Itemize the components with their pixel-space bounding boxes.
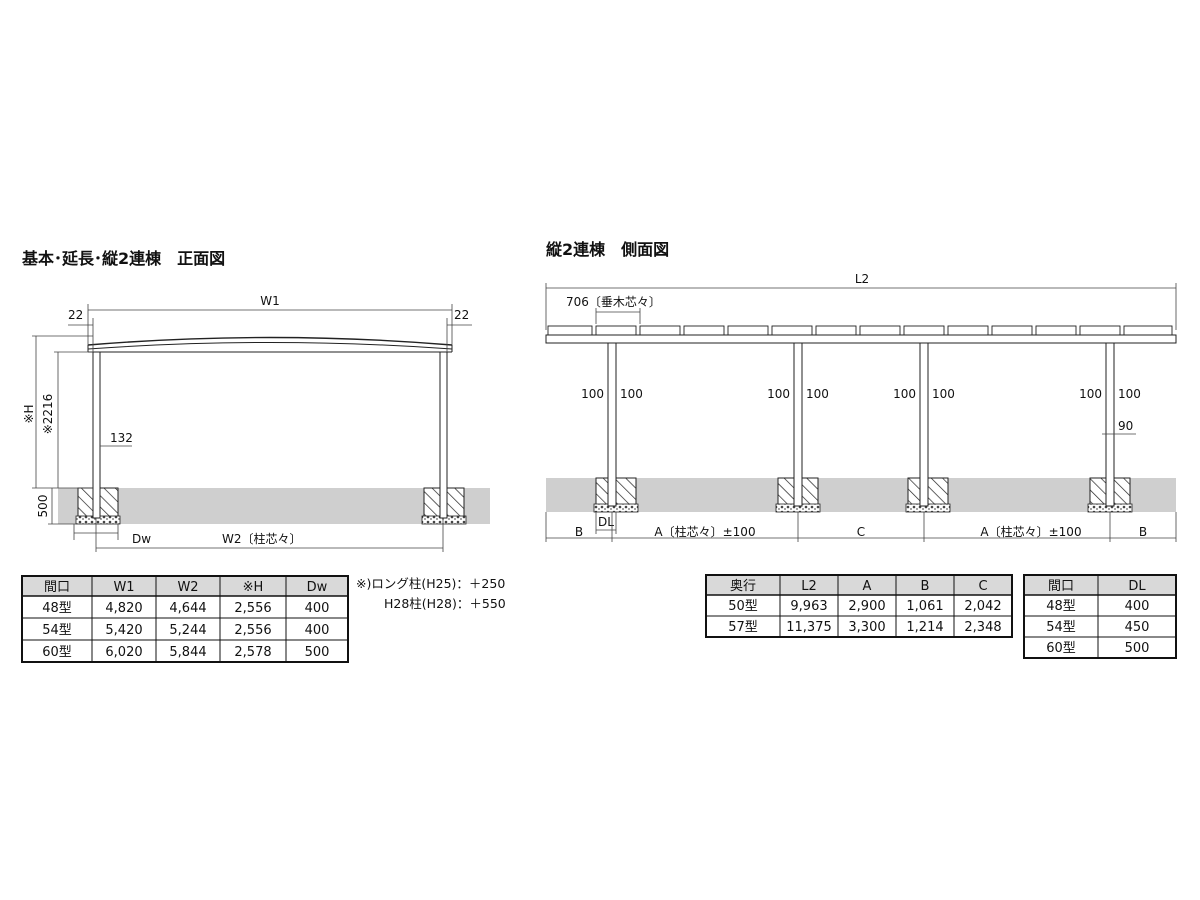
front-post-dim-label: 132 (110, 431, 133, 445)
side-view-title: 縦2連棟 側面図 (546, 240, 669, 259)
table-front-cell: 2,556 (234, 601, 271, 616)
front-right-overhang-label: 22 (454, 308, 469, 322)
side-b-right-label: B (1139, 525, 1147, 539)
table-side-header: A (863, 579, 872, 594)
table-front-header: 間口 (44, 580, 70, 595)
table-side: 奥行 L2 A B C 50型 9,963 2,900 1,061 2,042 … (705, 574, 1013, 638)
side-offset-left-3: 100 (893, 387, 916, 401)
table-side-cell: 1,214 (906, 620, 943, 635)
table-front-cell: 2,578 (234, 645, 271, 660)
side-beam (545, 334, 1177, 344)
side-post-4 (1105, 342, 1115, 507)
table-side-cell: 50型 (728, 599, 758, 614)
side-post-3 (919, 342, 929, 507)
front-roof (87, 336, 453, 353)
front-dw-label: Dw (132, 532, 151, 546)
table-side-header: L2 (801, 579, 817, 594)
side-a-left-label: A〔柱芯々〕±100 (654, 524, 755, 539)
table-dl-header: DL (1128, 579, 1146, 594)
table-dl-cell: 60型 (1046, 641, 1076, 656)
table-side-cell: 3,300 (848, 620, 885, 635)
front-view-title: 基本･延長･縦2連棟 正面図 (21, 249, 225, 268)
table-front-cell: 48型 (42, 601, 72, 616)
table-front-cell: 2,556 (234, 623, 271, 638)
front-h-label: ※H (22, 404, 36, 423)
table-front-cell: 5,420 (105, 623, 142, 638)
front-ground (58, 488, 490, 524)
table-front-cell: 4,820 (105, 601, 142, 616)
side-post-dim-label: 90 (1118, 419, 1133, 433)
table-side-header: C (978, 579, 987, 594)
table-side-cell: 11,375 (786, 620, 832, 635)
table-front-cell: 54型 (42, 623, 72, 638)
table-front-cell: 500 (305, 645, 330, 660)
side-offset-right-3: 100 (932, 387, 955, 401)
table-side-cell: 1,061 (906, 599, 943, 614)
front-left-overhang-label: 22 (68, 308, 83, 322)
side-offset-left-2: 100 (767, 387, 790, 401)
side-dl-label: DL (598, 515, 614, 529)
side-ground (546, 478, 1176, 512)
side-a-right-label: A〔柱芯々〕±100 (980, 524, 1081, 539)
side-post-1 (607, 342, 617, 507)
table-front-header: ※H (243, 580, 264, 595)
front-w2-label: W2〔柱芯々〕 (222, 531, 302, 546)
front-post-left (92, 351, 101, 519)
side-offset-labels: 100 100 100 100 100 100 100 100 (581, 387, 1141, 401)
table-front-header: W1 (113, 580, 134, 595)
side-offset-right-4: 100 (1118, 387, 1141, 401)
table-front-cell: 6,020 (105, 645, 142, 660)
table-front-header: W2 (177, 580, 198, 595)
side-b-left-label: B (575, 525, 583, 539)
table-front-header: Dw (307, 580, 328, 595)
table-front-cell: 400 (305, 601, 330, 616)
side-offset-right-1: 100 (620, 387, 643, 401)
table-side-cell: 57型 (728, 620, 758, 635)
front-w1-label: W1 (260, 294, 280, 308)
side-roof-panels (547, 325, 1173, 336)
side-rafter-label: 706〔垂木芯々〕 (566, 295, 661, 309)
table-dl: 間口 DL 48型 400 54型 450 60型 500 (1023, 574, 1177, 659)
table-dl-header: 間口 (1048, 579, 1074, 594)
table-side-cell: 2,042 (964, 599, 1001, 614)
table-side-cell: 9,963 (790, 599, 827, 614)
table-side-cell: 2,348 (964, 620, 1001, 635)
table-front-cell: 5,844 (169, 645, 206, 660)
side-offset-left-1: 100 (581, 387, 604, 401)
note-line-1: ※)ロング柱(H25)：＋250 (356, 576, 505, 591)
table-dl-cell: 400 (1125, 599, 1150, 614)
table-dl-cell: 500 (1125, 641, 1150, 656)
table-front-cell: 4,644 (169, 601, 206, 616)
side-offset-left-4: 100 (1079, 387, 1102, 401)
table-front-cell: 60型 (42, 645, 72, 660)
table-front: 間口 W1 W2 ※H Dw 48型 4,820 4,644 2,556 400… (21, 575, 349, 663)
table-side-cell: 2,900 (848, 599, 885, 614)
side-view: 縦2連棟 側面図 L2 706〔垂木芯々〕 (545, 240, 1177, 542)
table-front-cell: 5,244 (169, 623, 206, 638)
side-l2-label: L2 (855, 272, 869, 286)
front-view: 基本･延長･縦2連棟 正面図 W1 22 (21, 249, 490, 552)
table-side-header: 奥行 (730, 579, 756, 594)
side-offset-right-2: 100 (806, 387, 829, 401)
note-line-2: H28柱(H28)：＋550 (384, 596, 506, 611)
table-dl-cell: 48型 (1046, 599, 1076, 614)
front-post-right (439, 351, 448, 519)
table-dl-cell: 450 (1125, 620, 1150, 635)
table-front-cell: 400 (305, 623, 330, 638)
table-dl-cell: 54型 (1046, 620, 1076, 635)
column-note: ※)ロング柱(H25)：＋250 H28柱(H28)：＋550 (356, 576, 506, 611)
side-post-2 (793, 342, 803, 507)
side-c-label: C (857, 525, 865, 539)
front-base-label: 500 (36, 495, 50, 518)
table-side-header: B (921, 579, 930, 594)
front-h2216-label: ※2216 (41, 394, 55, 435)
